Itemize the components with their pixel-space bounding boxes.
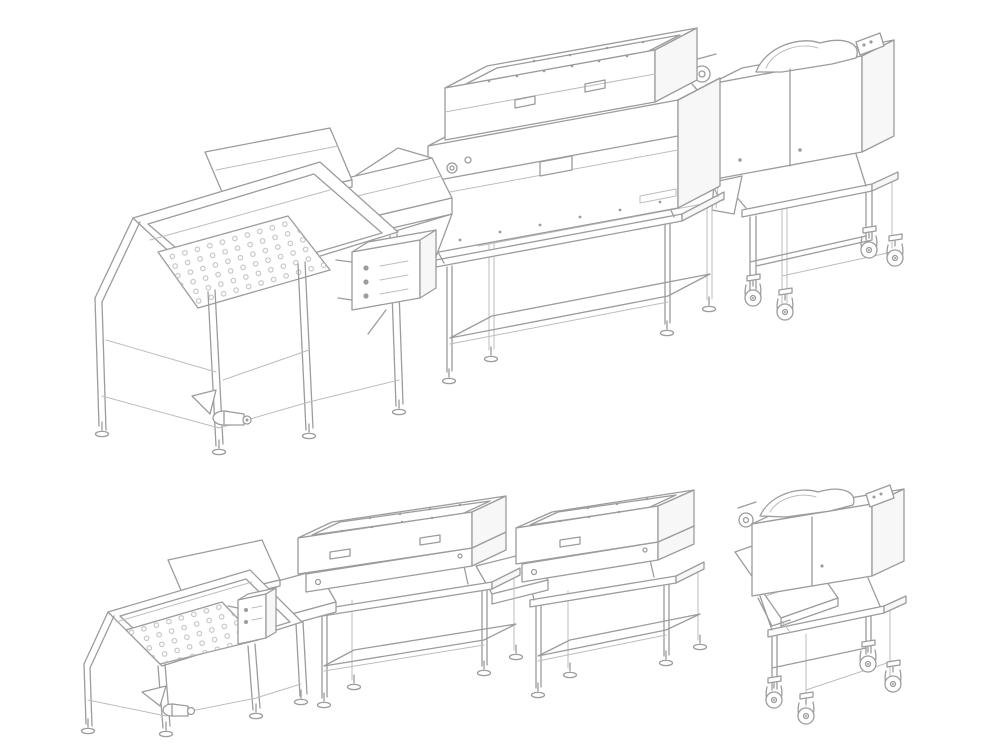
leveling-foot — [508, 644, 524, 661]
discharge-chute — [757, 597, 791, 627]
cart-frame — [741, 171, 904, 321]
button — [363, 265, 369, 271]
outfeed-machine-bottom — [734, 484, 907, 725]
button — [363, 279, 369, 285]
leveling-foot — [248, 703, 264, 720]
caster-wheel — [776, 287, 794, 321]
lid — [515, 489, 695, 565]
leveling-foot — [483, 346, 499, 363]
hood — [759, 488, 855, 518]
leveling-foot — [562, 662, 578, 679]
control-box — [335, 229, 437, 335]
caster-wheel — [886, 233, 904, 267]
leveling-foot — [476, 660, 492, 677]
caster-wheel — [884, 659, 902, 693]
top-assembly-figure — [94, 27, 904, 456]
outfeed-machine-top — [681, 32, 904, 321]
caster-wheel — [744, 273, 762, 307]
leveling-foot — [701, 296, 717, 313]
module-b-bottom — [475, 489, 708, 699]
table-frame — [435, 191, 725, 385]
control-panel — [855, 32, 885, 56]
table-frame — [529, 561, 708, 699]
leveling-foot — [530, 682, 546, 699]
control-box — [227, 587, 277, 645]
hood — [755, 39, 858, 73]
leveling-foot — [658, 650, 674, 667]
lid-screws — [487, 40, 645, 83]
cart-frame — [765, 595, 907, 725]
infeed-hopper-bottom — [80, 539, 309, 738]
lid-screws — [340, 503, 462, 533]
vibrator-motor — [191, 389, 252, 426]
lid — [444, 27, 698, 141]
machine-body — [737, 484, 905, 627]
leveling-foot — [158, 721, 174, 738]
mesh-holes — [158, 216, 330, 308]
machine-body — [691, 32, 895, 215]
button — [244, 608, 248, 612]
table-frame — [315, 567, 524, 709]
main-machine-top — [329, 27, 725, 385]
infeed-hopper-top — [94, 127, 437, 456]
leveling-foot — [692, 634, 708, 651]
leveling-foot — [316, 692, 332, 709]
button — [244, 620, 248, 624]
vibrator-motor — [141, 685, 196, 717]
control-panel — [865, 484, 895, 508]
machine-body — [305, 531, 507, 593]
leveling-foot — [346, 674, 362, 691]
mesh-holes — [126, 602, 258, 664]
machine-body — [427, 77, 721, 255]
lid-screws — [558, 497, 649, 523]
lid — [297, 495, 507, 575]
caster-wheel — [859, 639, 877, 673]
leveling-foot — [659, 320, 675, 337]
module-a-bottom — [251, 495, 524, 709]
caster-wheel — [797, 691, 815, 725]
leveling-foot — [441, 368, 457, 385]
button — [363, 293, 369, 299]
bottom-assembly-figure — [80, 484, 907, 738]
caster-wheel — [765, 675, 783, 709]
leveling-foot — [293, 689, 309, 706]
